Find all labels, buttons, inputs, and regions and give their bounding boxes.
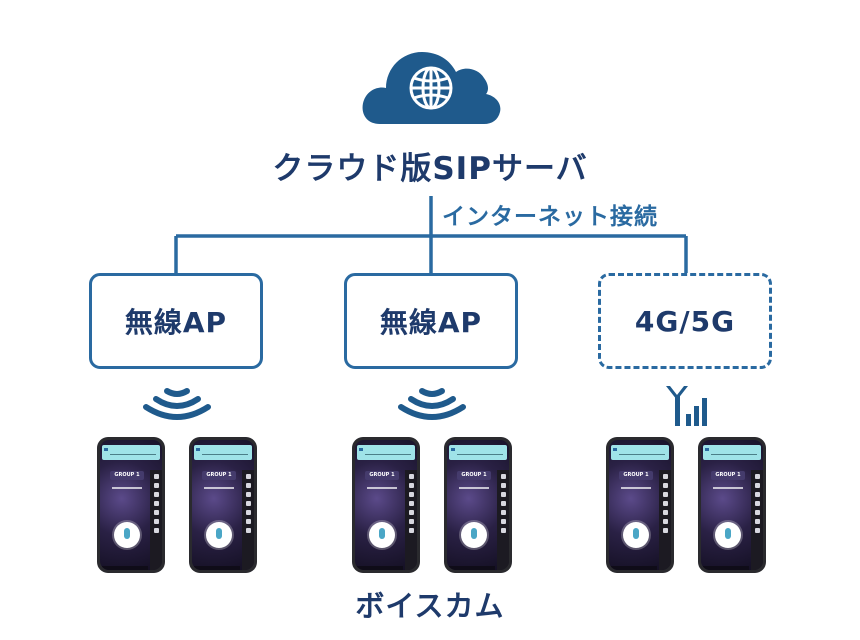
mic-icon — [623, 522, 649, 548]
wireless-ap-box-2: 無線AP — [344, 273, 518, 369]
group-badge: GROUP 1 — [619, 471, 653, 480]
mic-icon — [206, 522, 232, 548]
group-badge: GROUP 1 — [202, 471, 236, 480]
cellular-box: 4G/5G — [598, 273, 772, 369]
voicecam-phone-4: GROUP 1 — [444, 437, 512, 573]
group-badge: GROUP 1 — [110, 471, 144, 480]
cellular-antenna-icon — [666, 386, 707, 426]
terminals-label: ボイスカム — [355, 589, 505, 623]
group-badge: GROUP 1 — [711, 471, 745, 480]
voicecam-phone-2: GROUP 1 — [189, 437, 257, 573]
voicecam-phone-1: GROUP 1 — [97, 437, 165, 573]
voicecam-phone-3: GROUP 1 — [352, 437, 420, 573]
cellular-label: 4G/5G — [634, 304, 736, 338]
wifi-icon — [398, 388, 466, 420]
voicecam-phone-6: GROUP 1 — [698, 437, 766, 573]
mic-icon — [461, 522, 487, 548]
mic-icon — [715, 522, 741, 548]
group-badge: GROUP 1 — [365, 471, 399, 480]
wireless-ap-box-1: 無線AP — [89, 273, 263, 369]
connection-label: インターネット接続 — [442, 204, 658, 230]
wireless-ap-label-1: 無線AP — [124, 306, 228, 339]
mic-icon — [369, 522, 395, 548]
mic-icon — [114, 522, 140, 548]
wifi-icon — [143, 388, 211, 420]
voicecam-phone-5: GROUP 1 — [606, 437, 674, 573]
wireless-ap-label-2: 無線AP — [379, 306, 483, 339]
cloud-globe-icon — [362, 52, 501, 124]
server-title: クラウド版SIPサーバ — [272, 151, 588, 187]
group-badge: GROUP 1 — [457, 471, 491, 480]
